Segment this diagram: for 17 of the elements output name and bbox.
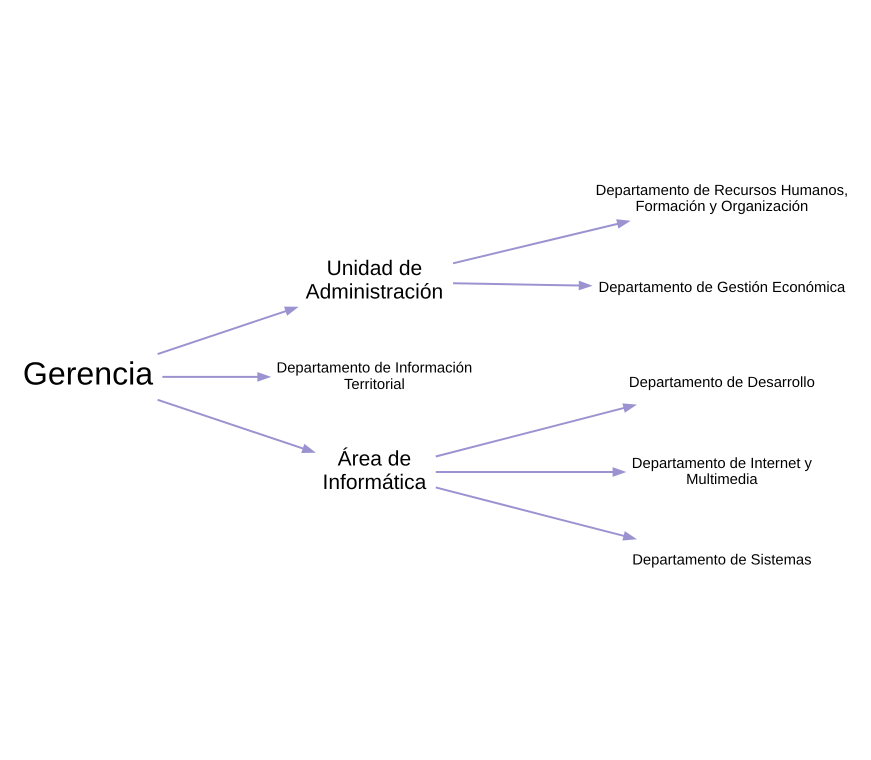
node-text: Departamento de Desarrollo bbox=[628, 374, 815, 391]
node-text: Departamento de Recursos Humanos, Formación y Organización bbox=[596, 182, 848, 216]
arrow bbox=[157, 398, 316, 454]
node-text: Unidad de Administración bbox=[306, 257, 444, 304]
arrow bbox=[435, 403, 637, 458]
arrow bbox=[436, 467, 626, 477]
arrow bbox=[453, 280, 593, 290]
arrow bbox=[452, 219, 631, 264]
node-text: Departamento de Información Territorial bbox=[276, 360, 472, 393]
node-text: Área de Informática bbox=[322, 447, 426, 494]
node-text: Departamento de Gestión Económica bbox=[598, 280, 846, 296]
arrow bbox=[435, 486, 637, 541]
node-text: Departamento de Internet y Multimedia bbox=[632, 456, 812, 488]
arrow bbox=[157, 306, 299, 355]
arrow bbox=[162, 372, 272, 382]
node-text: Departamento de Sistemas bbox=[632, 552, 812, 569]
node-text: Gerencia bbox=[22, 356, 154, 392]
